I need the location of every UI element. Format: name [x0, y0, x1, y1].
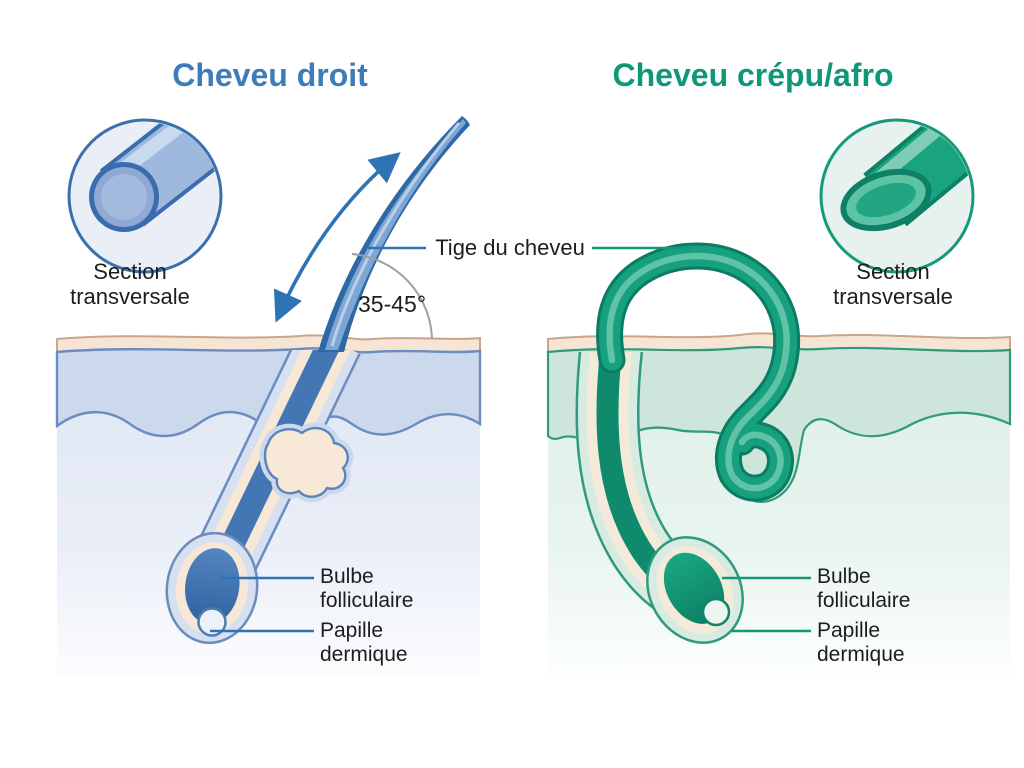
shaft-label-group: Tige du cheveu: [368, 235, 690, 260]
left-follicular-bulb: [165, 531, 259, 645]
right-panel-title: Cheveu crépu/afro: [613, 57, 894, 93]
growth-direction-arrow: [273, 152, 401, 323]
right-hair-coil: [596, 242, 801, 502]
left-panel-title: Cheveu droit: [172, 57, 368, 93]
left-section-label-line2: transversale: [70, 284, 190, 309]
right-section-label-line1: Section: [856, 259, 929, 284]
right-section-face-core: [856, 182, 916, 218]
left-dermal-papilla: [197, 607, 227, 637]
left-papilla-label-line2: dermique: [320, 643, 408, 666]
right-papilla-label-line2: dermique: [817, 643, 905, 666]
left-bulb-label-line2: folliculaire: [320, 589, 413, 612]
angle-arc: [351, 253, 433, 340]
left-section-face-core: [101, 174, 147, 220]
left-bulb-matrix: [185, 548, 240, 624]
right-hair-coil-highlight: [606, 252, 790, 492]
left-follicle: [165, 350, 361, 645]
right-papilla-label-line1: Papille: [817, 619, 880, 642]
left-cross-section-inset: Section transversale: [67, 118, 223, 309]
left-bulb-label-line1: Bulbe: [320, 565, 374, 588]
right-cross-section-inset: Section transversale: [819, 118, 975, 309]
left-section-label-line1: Section: [93, 259, 166, 284]
right-bulb-label-line2: folliculaire: [817, 589, 910, 612]
left-sebaceous-gland: [263, 426, 349, 498]
right-section-face: [840, 168, 932, 232]
right-bulb-label-line1: Bulbe: [817, 565, 871, 588]
right-section-label-line2: transversale: [833, 284, 953, 309]
left-epidermis-layer: [55, 347, 482, 438]
left-panel: Cheveu droit: [55, 57, 482, 678]
right-dermal-papilla: [701, 597, 731, 627]
shaft-label: Tige du cheveu: [435, 235, 585, 260]
right-panel: Cheveu crépu/afro: [546, 57, 1012, 678]
angle-label: 35-45°: [358, 291, 426, 317]
left-papilla-label-line1: Papille: [320, 619, 383, 642]
right-follicle: [575, 352, 744, 644]
